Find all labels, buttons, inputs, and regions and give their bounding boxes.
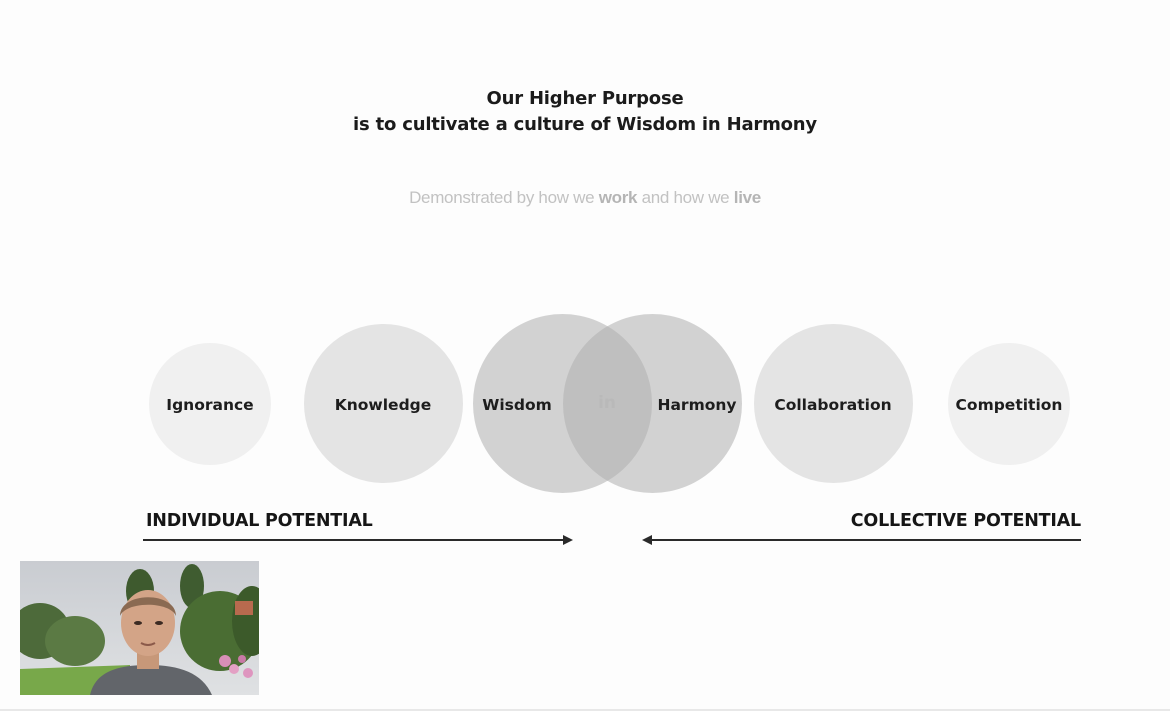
circle-competition [948, 343, 1070, 465]
arrow-right-icon [563, 535, 573, 545]
subtitle-part-1: Demonstrated by how we [409, 188, 599, 207]
label-competition: Competition [955, 396, 1063, 414]
collective-arrow-line [650, 539, 1081, 541]
circle-ignorance [149, 343, 271, 465]
label-in: in [598, 393, 616, 413]
label-ignorance: Ignorance [166, 396, 254, 414]
circle-knowledge [304, 324, 463, 483]
individual-arrow-line [143, 539, 565, 541]
label-harmony: Harmony [657, 396, 737, 414]
bottom-divider [0, 709, 1170, 711]
circle-collaboration [754, 324, 913, 483]
label-collaboration: Collaboration [774, 396, 892, 414]
subtitle: Demonstrated by how we work and how we l… [0, 188, 1170, 208]
title-line-2: is to cultivate a culture of Wisdom in H… [353, 114, 817, 135]
subtitle-bold-work: work [598, 188, 638, 207]
subtitle-bold-live: live [733, 188, 761, 207]
presenter-video-image [20, 561, 259, 695]
collective-potential-label: COLLECTIVE POTENTIAL [850, 511, 1081, 531]
page-title: Our Higher Purpose is to cultivate a cul… [0, 86, 1170, 138]
subtitle-part-2: and how we [637, 188, 734, 207]
title-line-1: Our Higher Purpose [486, 88, 684, 109]
circle-harmony [563, 314, 742, 493]
presenter-video-thumbnail[interactable] [20, 561, 259, 695]
individual-potential-label: INDIVIDUAL POTENTIAL [146, 511, 373, 531]
label-wisdom: Wisdom [482, 396, 552, 414]
arrow-left-icon [642, 535, 652, 545]
label-knowledge: Knowledge [334, 396, 432, 414]
